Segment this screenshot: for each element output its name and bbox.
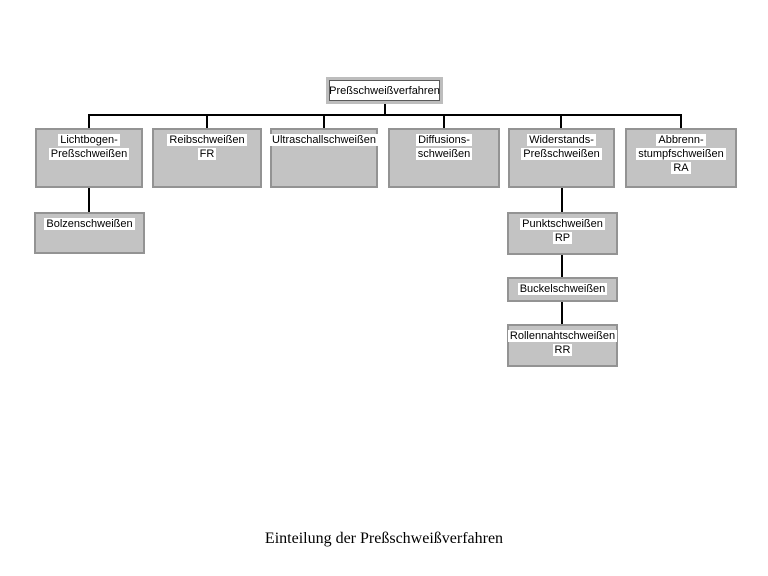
- node-abbrennstumpfschweissen: Abbrenn- stumpfschweißen RA: [625, 128, 737, 188]
- node-label: Punktschweißen: [520, 218, 605, 230]
- connector-main-horizontal: [88, 114, 682, 116]
- node-label: Bolzenschweißen: [44, 218, 135, 230]
- connector-buckel-rollennaht: [561, 302, 563, 324]
- connector-punkt-buckel: [561, 255, 563, 277]
- connector-stub-diffusion: [443, 116, 445, 128]
- node-label: Ultraschallschweißen: [270, 134, 378, 146]
- node-label: RR: [552, 344, 573, 356]
- connector-stub-reib: [206, 116, 208, 128]
- node-ultraschallschweissen: Ultraschallschweißen: [270, 128, 378, 188]
- connector-stub-ultraschall: [323, 116, 325, 128]
- node-label: FR: [197, 148, 217, 160]
- node-widerstands-pressschweissen: Widerstands- Preßschweißen: [508, 128, 615, 188]
- connector-stub-widerstand: [560, 116, 562, 128]
- connector-root-down: [384, 103, 386, 115]
- connector-lichtbogen-bolzen: [88, 188, 90, 212]
- node-label: Preßschweißverfahren: [329, 85, 440, 97]
- node-pressschweissverfahren: Preßschweißverfahren: [326, 77, 443, 104]
- connector-widerstand-punkt: [561, 188, 563, 212]
- node-label: Abbrenn-: [656, 134, 706, 146]
- node-label: RA: [671, 162, 691, 174]
- node-label: stumpfschweißen: [636, 148, 726, 160]
- node-lichtbogen-pressschweissen: Lichtbogen- Preßschweißen: [35, 128, 143, 188]
- node-label: Preßschweißen: [48, 148, 130, 160]
- node-punktschweissen: Punktschweißen RP: [507, 212, 618, 255]
- node-label: Buckelschweißen: [517, 283, 608, 295]
- node-bolzenschweissen: Bolzenschweißen: [34, 212, 145, 254]
- node-label: Widerstands-: [527, 134, 596, 146]
- connector-stub-lichtbogen: [88, 116, 90, 128]
- node-label: schweißen: [415, 148, 473, 160]
- node-label: Preßschweißen: [521, 148, 602, 160]
- node-label: RP: [552, 232, 573, 244]
- diagram-caption: Einteilung der Preßschweißverfahren: [264, 530, 504, 547]
- node-label: Lichtbogen-: [58, 134, 120, 146]
- connector-stub-abbrenn: [680, 116, 682, 128]
- node-label: Diffusions-: [416, 134, 472, 146]
- node-label: Rollennahtschweißen: [507, 330, 618, 342]
- node-buckelschweissen: Buckelschweißen: [507, 277, 618, 302]
- node-diffusionsschweissen: Diffusions- schweißen: [388, 128, 500, 188]
- node-rollennahtschweissen: Rollennahtschweißen RR: [507, 324, 618, 367]
- node-reibschweissen: Reibschweißen FR: [152, 128, 262, 188]
- node-label: Reibschweißen: [167, 134, 247, 146]
